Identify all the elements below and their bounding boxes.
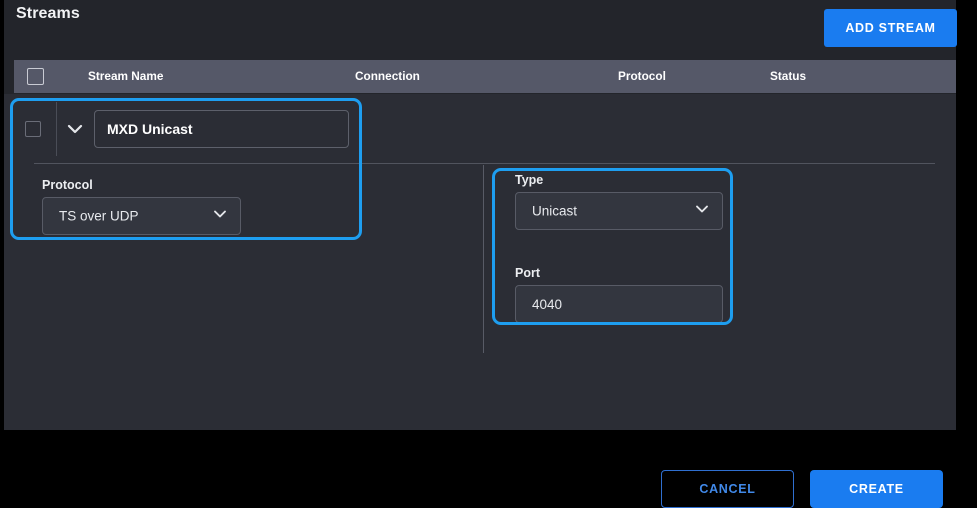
table-header-row: Stream Name Connection Protocol Status bbox=[14, 60, 956, 93]
stream-editor-form: Protocol TS over UDP Type Unicast Port C… bbox=[4, 94, 956, 508]
type-selected-value: Unicast bbox=[532, 203, 578, 219]
column-header-protocol[interactable]: Protocol bbox=[618, 69, 666, 83]
type-select[interactable]: Unicast bbox=[515, 192, 723, 230]
row-select-checkbox[interactable] bbox=[25, 121, 41, 137]
chevron-down-icon bbox=[694, 201, 710, 222]
type-label: Type bbox=[515, 173, 544, 187]
create-button[interactable]: CREATE bbox=[810, 470, 943, 508]
protocol-select[interactable]: TS over UDP bbox=[42, 197, 241, 235]
protocol-label: Protocol bbox=[42, 178, 93, 192]
stream-name-input[interactable] bbox=[94, 110, 349, 148]
stream-row-header bbox=[4, 94, 956, 163]
page-title: Streams bbox=[16, 5, 80, 22]
port-label: Port bbox=[515, 266, 540, 280]
add-stream-button[interactable]: ADD STREAM bbox=[824, 9, 957, 47]
select-all-checkbox[interactable] bbox=[27, 68, 44, 85]
column-header-connection[interactable]: Connection bbox=[355, 69, 420, 83]
column-header-stream-name[interactable]: Stream Name bbox=[88, 69, 164, 83]
app-window: Streams ADD STREAM Stream Name Connectio… bbox=[4, 0, 957, 508]
protocol-selected-value: TS over UDP bbox=[59, 208, 139, 224]
cancel-button[interactable]: CANCEL bbox=[661, 470, 794, 508]
panel-header: Streams ADD STREAM bbox=[4, 0, 957, 58]
chevron-down-icon bbox=[212, 206, 228, 227]
column-divider bbox=[483, 165, 484, 353]
chevron-down-icon[interactable] bbox=[62, 116, 88, 142]
section-separator bbox=[34, 163, 935, 164]
row-divider bbox=[56, 102, 57, 156]
port-input[interactable] bbox=[515, 285, 723, 323]
column-header-status[interactable]: Status bbox=[770, 69, 807, 83]
